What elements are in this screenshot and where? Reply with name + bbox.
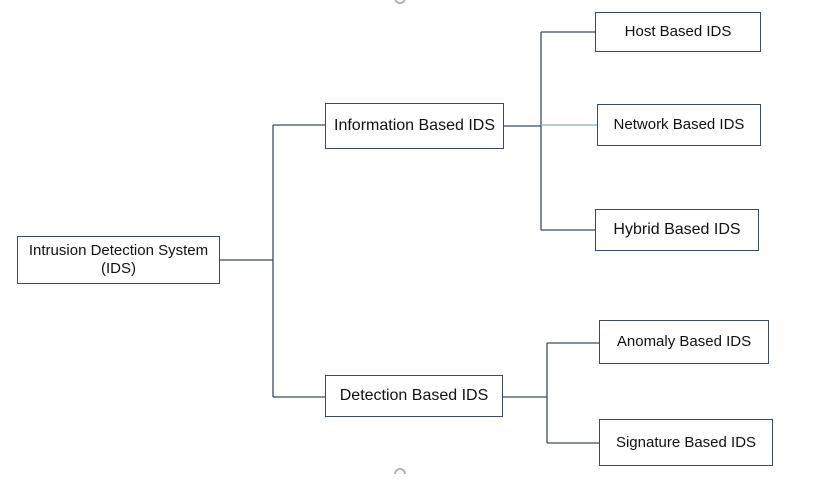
node-label: Host Based IDS xyxy=(624,23,732,40)
node-host-based-ids[interactable]: Host Based IDS xyxy=(595,12,761,52)
node-hybrid-based-ids[interactable]: Hybrid Based IDS xyxy=(595,209,759,251)
node-intrusion-detection-system[interactable]: Intrusion Detection System (IDS) xyxy=(17,236,220,284)
node-detection-based-ids[interactable]: Detection Based IDS xyxy=(325,375,503,417)
node-network-based-ids[interactable]: Network Based IDS xyxy=(597,104,761,146)
node-signature-based-ids[interactable]: Signature Based IDS xyxy=(599,419,773,466)
node-information-based-ids[interactable]: Information Based IDS xyxy=(325,103,504,149)
resize-handle-bottom[interactable] xyxy=(394,468,406,474)
node-label: Hybrid Based IDS xyxy=(613,221,741,239)
node-anomaly-based-ids[interactable]: Anomaly Based IDS xyxy=(599,320,769,364)
node-label: Information Based IDS xyxy=(334,117,495,135)
node-label: Anomaly Based IDS xyxy=(616,333,752,350)
node-label: Intrusion Detection System (IDS) xyxy=(28,242,209,277)
node-label: Detection Based IDS xyxy=(339,387,489,405)
node-label: Signature Based IDS xyxy=(615,433,757,451)
node-label: Network Based IDS xyxy=(613,116,745,133)
